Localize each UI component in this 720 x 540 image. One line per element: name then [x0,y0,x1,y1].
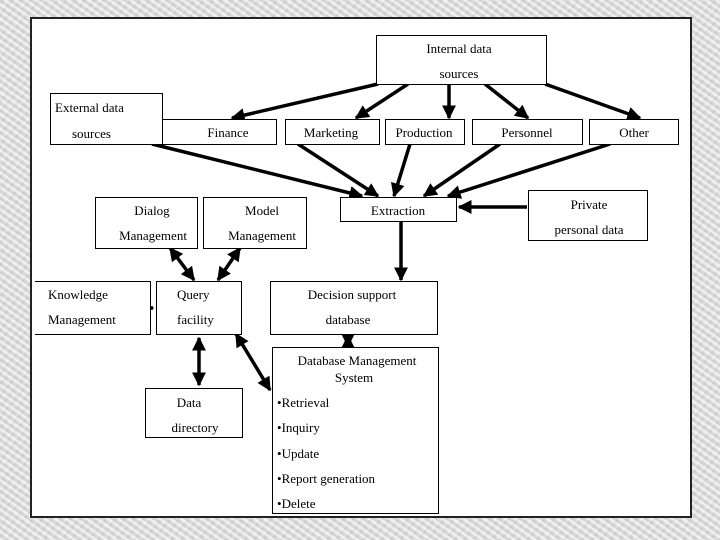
arrow-internal-to-marketing [354,82,409,120]
arrow-internal-to-personnel [483,82,530,120]
dbms-function-item: •Delete [277,496,316,511]
dbms-function-report-generation: Report generation [281,471,376,486]
arrow-personnel-to-extraction [422,142,501,198]
marketing-label: Marketing [303,125,359,140]
production-box [385,119,465,145]
model-management-box [203,197,307,249]
dbms-title-line2: System [334,370,374,385]
external-data-sources-box [50,93,163,145]
arrow-internal-to-finance [230,82,379,122]
other-label: Other [619,125,649,140]
internal-data-sources-line2: sources [439,66,479,81]
marketing-box [285,119,380,145]
decision-support-database-line2: database [325,312,371,327]
dbms-function-delete: Delete [281,496,316,511]
arrow-model-query [216,246,242,282]
dbms-function-item: •Update [277,446,320,461]
arrow-external-to-extraction [151,142,364,200]
internal-data-sources-line1: Internal data [426,41,492,56]
knowledge-management-line1: Knowledge [48,287,108,302]
personnel-box [472,119,583,145]
dbms-title-line1: Database Management [297,353,417,368]
dbms-function-inquiry: Inquiry [281,420,320,435]
external-data-sources-line2: sources [72,126,111,141]
knowledge-management-box [35,281,151,335]
arrow-other-to-extraction [446,142,611,199]
dbms-function-item: •Inquiry [277,420,320,435]
arrow-marketing-to-extraction [297,142,380,198]
model-management-line1: Model [245,203,279,218]
dialog-management-box [95,197,198,249]
query-facility-box [156,281,242,335]
production-label: Production [395,125,453,140]
dialog-management-line2: Management [119,228,187,243]
knowledge-management-line2: Management [48,312,116,327]
decision-support-database-line1: Decision support [307,287,397,302]
arrow-internal-to-other [544,82,642,121]
arrow-query-dbms [234,332,272,392]
private-personal-data-line2: personal data [554,222,624,237]
extraction-label: Extraction [370,203,426,218]
other-box [589,119,679,145]
query-facility-line1: Query [177,287,210,302]
dbms-function-update: Update [281,446,320,461]
dialog-management-line1: Dialog [134,203,170,218]
external-data-sources-line1: External data [55,100,124,115]
dbms-function-item: •Report generation [277,471,376,486]
personnel-label: Personnel [501,125,553,140]
dbms-function-retrieval: Retrieval [281,395,330,410]
extraction-box [340,197,457,222]
decision-support-database-box [270,281,438,335]
data-directory-line2: directory [171,420,219,435]
arrow-production-to-extraction [391,143,412,198]
private-personal-data-line1: Private [570,197,608,212]
query-facility-line2: facility [177,312,214,327]
dbms-function-item: •Retrieval [277,395,330,410]
data-directory-line1: Data [176,395,202,410]
internal-data-sources-box [376,35,547,85]
finance-box [163,119,277,145]
data-directory-box [145,388,243,438]
dbms-box [272,347,439,514]
arrow-dialog-query [168,246,196,282]
model-management-line2: Management [228,228,296,243]
private-personal-data-box [528,190,648,241]
finance-label: Finance [207,125,249,140]
